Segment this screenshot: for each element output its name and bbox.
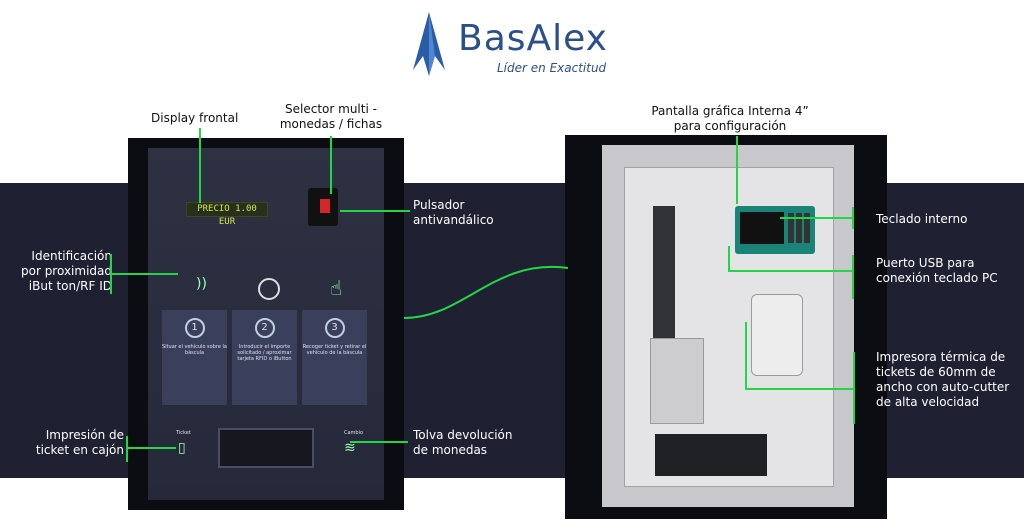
ibutton-icon: [258, 278, 280, 300]
callout-printer: Impresora térmica de tickets de 60mm de …: [876, 350, 1010, 409]
thermal-printer: [751, 294, 803, 376]
ticket-slot-label: Ticket: [176, 430, 191, 436]
card-tap-icon: ☝: [330, 276, 343, 300]
ticket-icon: ▯: [178, 440, 186, 456]
instruction-step-3: 3 Recoger ticket y retirar el vehículo d…: [302, 310, 367, 405]
collection-tray: [655, 434, 767, 476]
callout-pushbutton: Pulsador antivandálico: [413, 198, 494, 227]
coin-selector: [308, 188, 338, 226]
kiosk-front-panel: PRECIO 1.00 EUR )) ☝ 1 Situar el vehícul…: [148, 148, 384, 500]
instruction-step-1: 1 Situar el vehículo sobre la báscula: [162, 310, 227, 405]
coin-mechanism: [650, 338, 704, 424]
logo-tagline: Líder en Exactitud: [497, 61, 607, 75]
callout-display: Display frontal: [151, 111, 239, 125]
connector-curve: [404, 265, 568, 319]
mechanism-rail: [653, 206, 675, 346]
pushbutton-icon: [320, 199, 330, 213]
logo-brand-name: BasAlex: [458, 18, 608, 59]
instruction-step-2: 2 Introducir el importe solicitado / apr…: [232, 310, 297, 405]
callout-selector: Selector multi - monedas / fichas: [279, 102, 383, 131]
internal-screen: [740, 212, 784, 244]
logo-spire-icon: [413, 12, 445, 76]
front-lcd-display: PRECIO 1.00 EUR: [186, 202, 268, 227]
cabinet-housing: [602, 145, 854, 507]
callout-internal-screen: Pantalla gráfica Interna 4” para configu…: [651, 104, 809, 133]
control-board: [735, 206, 815, 254]
coin-return-icon: ≋: [344, 440, 356, 456]
interior-kiosk-image: [565, 135, 887, 519]
callout-ticket-print: Impresión de ticket en cajón: [35, 428, 124, 457]
internal-keypad: [788, 213, 810, 243]
front-kiosk-image: PRECIO 1.00 EUR )) ☝ 1 Situar el vehícul…: [128, 138, 404, 510]
callout-usb-port: Puerto USB para conexión teclado PC: [876, 256, 998, 285]
change-slot-label: Cambio: [344, 430, 364, 436]
ticket-drawer: [218, 428, 314, 468]
cabinet-interior: [624, 167, 834, 487]
callout-internal-keypad: Teclado interno: [876, 212, 968, 226]
brand-logo: BasAlex Líder en Exactitud: [405, 8, 620, 80]
callout-coin-return: Tolva devolución de monedas: [413, 428, 513, 457]
rfid-icon: )): [196, 276, 207, 292]
callout-identification: Identificación por proximidad iBut ton/R…: [20, 249, 112, 293]
